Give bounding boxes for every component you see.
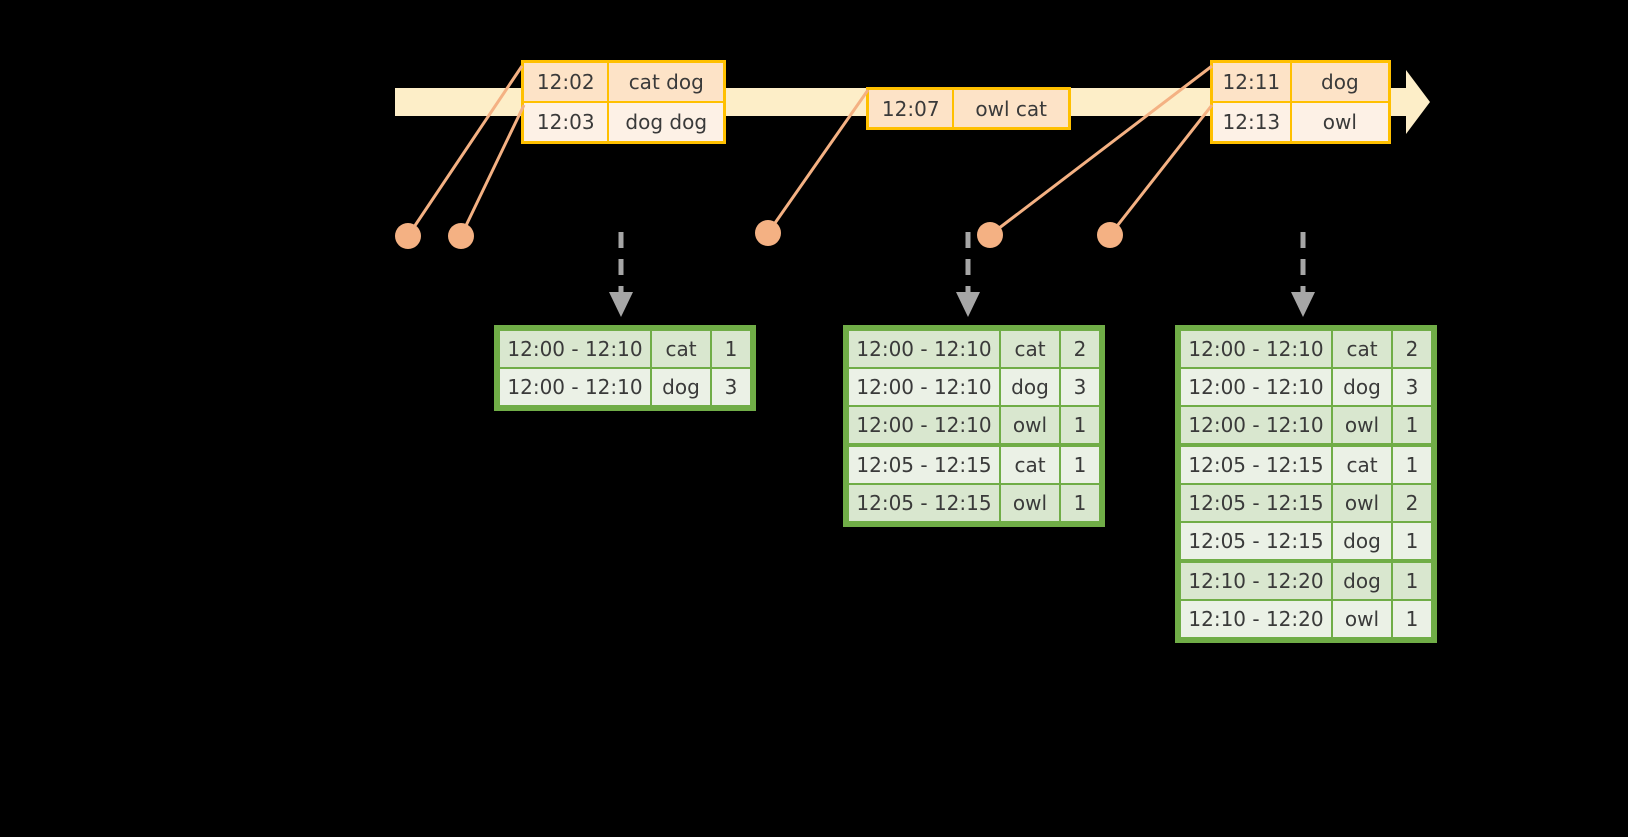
result-key: cat	[1333, 331, 1391, 367]
event-time: 12:11	[1213, 63, 1290, 101]
result-window: 12:00 - 12:10	[1181, 369, 1331, 405]
result-count: 3	[1061, 369, 1099, 405]
event-row: 12:13 owl	[1213, 101, 1388, 141]
dashed-arrow-to-result-1	[606, 232, 636, 322]
event-row: 12:03 dog dog	[524, 101, 723, 141]
event-time: 12:07	[869, 90, 953, 127]
result-count: 2	[1393, 485, 1431, 521]
result-key: cat	[1001, 447, 1059, 483]
event-time: 12:02	[524, 63, 608, 101]
result-key: cat	[652, 331, 710, 367]
result-window: 12:05 - 12:15	[1181, 447, 1331, 483]
result-count: 1	[1061, 447, 1099, 483]
result-count: 1	[1393, 407, 1431, 443]
result-window: 12:10 - 12:20	[1181, 563, 1331, 599]
result-window: 12:00 - 12:10	[1181, 331, 1331, 367]
result-key: dog	[652, 369, 710, 405]
result-key: owl	[1001, 407, 1059, 443]
event-group-3[interactable]: 12:11 dog 12:13 owl	[1210, 60, 1391, 144]
event-row: 12:07 owl cat	[869, 90, 1068, 127]
result-window: 12:00 - 12:10	[500, 369, 650, 405]
result-key: cat	[1333, 447, 1391, 483]
event-dot-3	[755, 220, 781, 246]
result-key: cat	[1001, 331, 1059, 367]
result-window: 12:05 - 12:15	[849, 485, 999, 521]
event-words: cat dog	[607, 63, 723, 101]
result-key: owl	[1001, 485, 1059, 521]
result-key: owl	[1333, 601, 1391, 637]
result-window: 12:00 - 12:10	[849, 407, 999, 443]
connector-line-5	[1108, 104, 1214, 236]
event-words: dog dog	[607, 103, 723, 141]
result-count: 3	[1393, 369, 1431, 405]
result-key: dog	[1333, 369, 1391, 405]
result-key: dog	[1333, 523, 1391, 559]
timeline-arrow-head	[1380, 62, 1430, 142]
event-row: 12:02 cat dog	[524, 63, 723, 101]
result-key: dog	[1001, 369, 1059, 405]
event-row: 12:11 dog	[1213, 63, 1388, 101]
event-group-1[interactable]: 12:02 cat dog 12:03 dog dog	[521, 60, 726, 144]
result-window: 12:05 - 12:15	[1181, 523, 1331, 559]
event-words: owl	[1289, 103, 1388, 141]
result-window: 12:00 - 12:10	[849, 369, 999, 405]
result-count: 1	[1393, 447, 1431, 483]
dashed-arrow-to-result-3	[1288, 232, 1318, 322]
result-window: 12:10 - 12:20	[1181, 601, 1331, 637]
result-count: 2	[1061, 331, 1099, 367]
event-dot-5	[1097, 222, 1123, 248]
result-window: 12:00 - 12:10	[849, 331, 999, 367]
event-dot-2	[448, 223, 474, 249]
event-time: 12:13	[1213, 103, 1290, 141]
event-words: dog	[1289, 63, 1388, 101]
result-window: 12:00 - 12:10	[1181, 407, 1331, 443]
result-count: 1	[1393, 563, 1431, 599]
dashed-arrow-to-result-2	[953, 232, 983, 322]
result-window: 12:05 - 12:15	[849, 447, 999, 483]
result-count: 1	[1061, 485, 1099, 521]
event-words: owl cat	[952, 90, 1068, 127]
result-key: owl	[1333, 485, 1391, 521]
result-count: 1	[1061, 407, 1099, 443]
event-group-2[interactable]: 12:07 owl cat	[866, 87, 1071, 130]
result-count: 1	[712, 331, 750, 367]
result-count: 2	[1393, 331, 1431, 367]
result-key: dog	[1333, 563, 1391, 599]
result-window: 12:05 - 12:15	[1181, 485, 1331, 521]
result-window: 12:00 - 12:10	[500, 331, 650, 367]
connector-line-2	[459, 104, 526, 237]
event-dot-1	[395, 223, 421, 249]
result-count: 1	[1393, 523, 1431, 559]
result-key: owl	[1333, 407, 1391, 443]
result-count: 1	[1393, 601, 1431, 637]
event-time: 12:03	[524, 103, 608, 141]
result-count: 3	[712, 369, 750, 405]
